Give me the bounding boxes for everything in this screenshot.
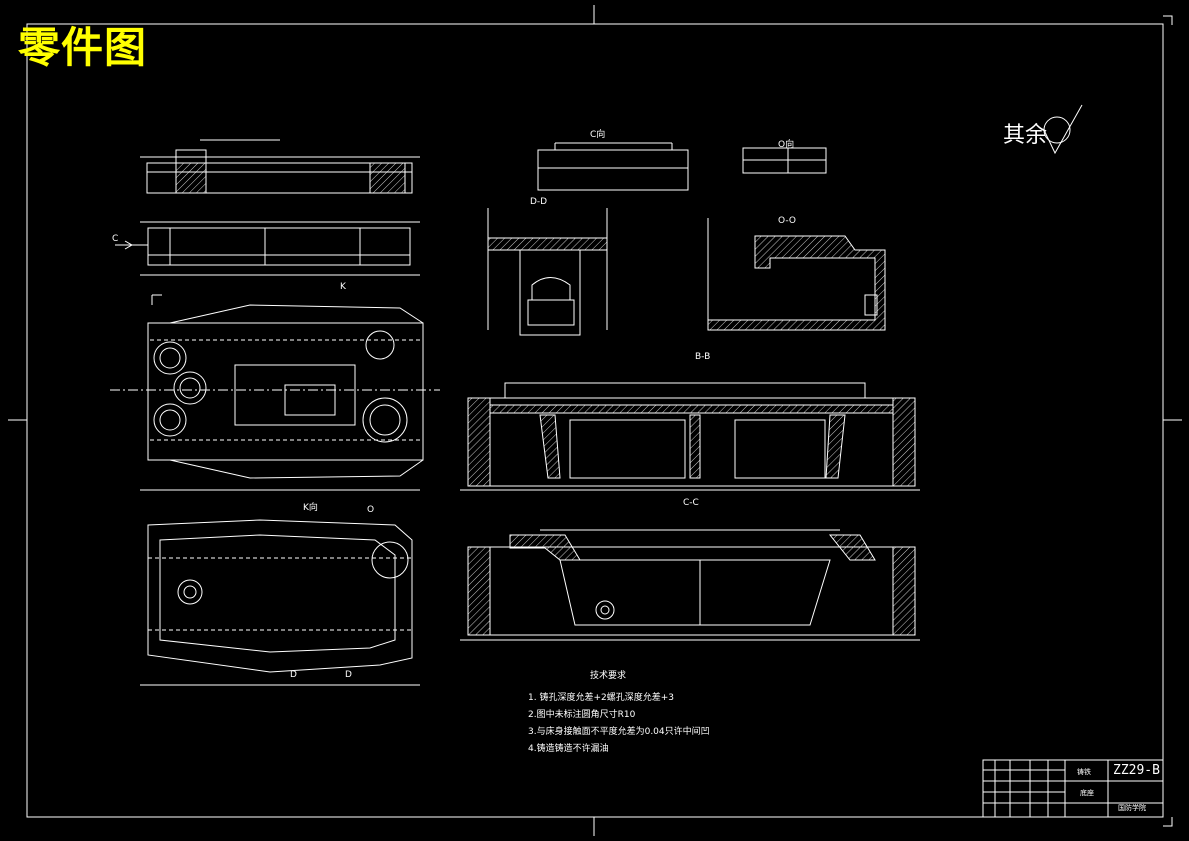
organization-cell: 国防学院 <box>1118 804 1146 812</box>
tech-req-heading: 技术要求 <box>590 671 627 681</box>
title-block <box>982 759 1164 818</box>
o-view-label: O向 <box>778 140 795 150</box>
surface-finish-symbol <box>1043 104 1083 155</box>
top-elevation-view <box>140 139 420 194</box>
d-section-label: D-D <box>530 197 548 207</box>
c-c-section <box>460 529 920 641</box>
d-d-section <box>487 208 608 336</box>
surface-finish-note: 其余 <box>1003 123 1048 148</box>
part-name-cell: 底座 <box>1080 789 1094 797</box>
k-arrow-label: K <box>340 282 346 292</box>
tech-req-item: 3.与床身接触面不平度允差为0.04只许中间凹 <box>528 727 710 737</box>
k-view <box>140 519 420 686</box>
d-arrow-left-label: D <box>290 670 297 680</box>
k-view-label: K向 <box>303 503 318 513</box>
o-o-section <box>707 218 886 331</box>
d-arrow-right-label: D <box>345 670 352 680</box>
b-b-section <box>460 382 920 491</box>
c-view <box>537 142 689 191</box>
tech-req-item: 2.图中未标注圆角尺寸R10 <box>528 710 636 720</box>
o-section-label: O-O <box>778 216 796 226</box>
tech-req-item: 1. 铸孔深度允差+2螺孔深度允差+3 <box>528 693 674 703</box>
plan-view <box>110 294 440 491</box>
o-arrow-label: O <box>367 505 375 515</box>
o-view <box>742 147 827 174</box>
c-section-label: C-C <box>683 498 699 508</box>
drawing-title: 零件图 <box>18 23 148 72</box>
c-arrow-label: C <box>112 234 119 244</box>
drawing-code: ZZ29-B <box>1113 763 1160 778</box>
c-view-label: C向 <box>590 130 606 140</box>
tech-req-item: 4.铸造铸造不许漏油 <box>528 744 609 754</box>
b-section-label: B-B <box>695 352 711 362</box>
front-view <box>115 221 420 276</box>
material-cell: 铸铁 <box>1077 768 1091 776</box>
